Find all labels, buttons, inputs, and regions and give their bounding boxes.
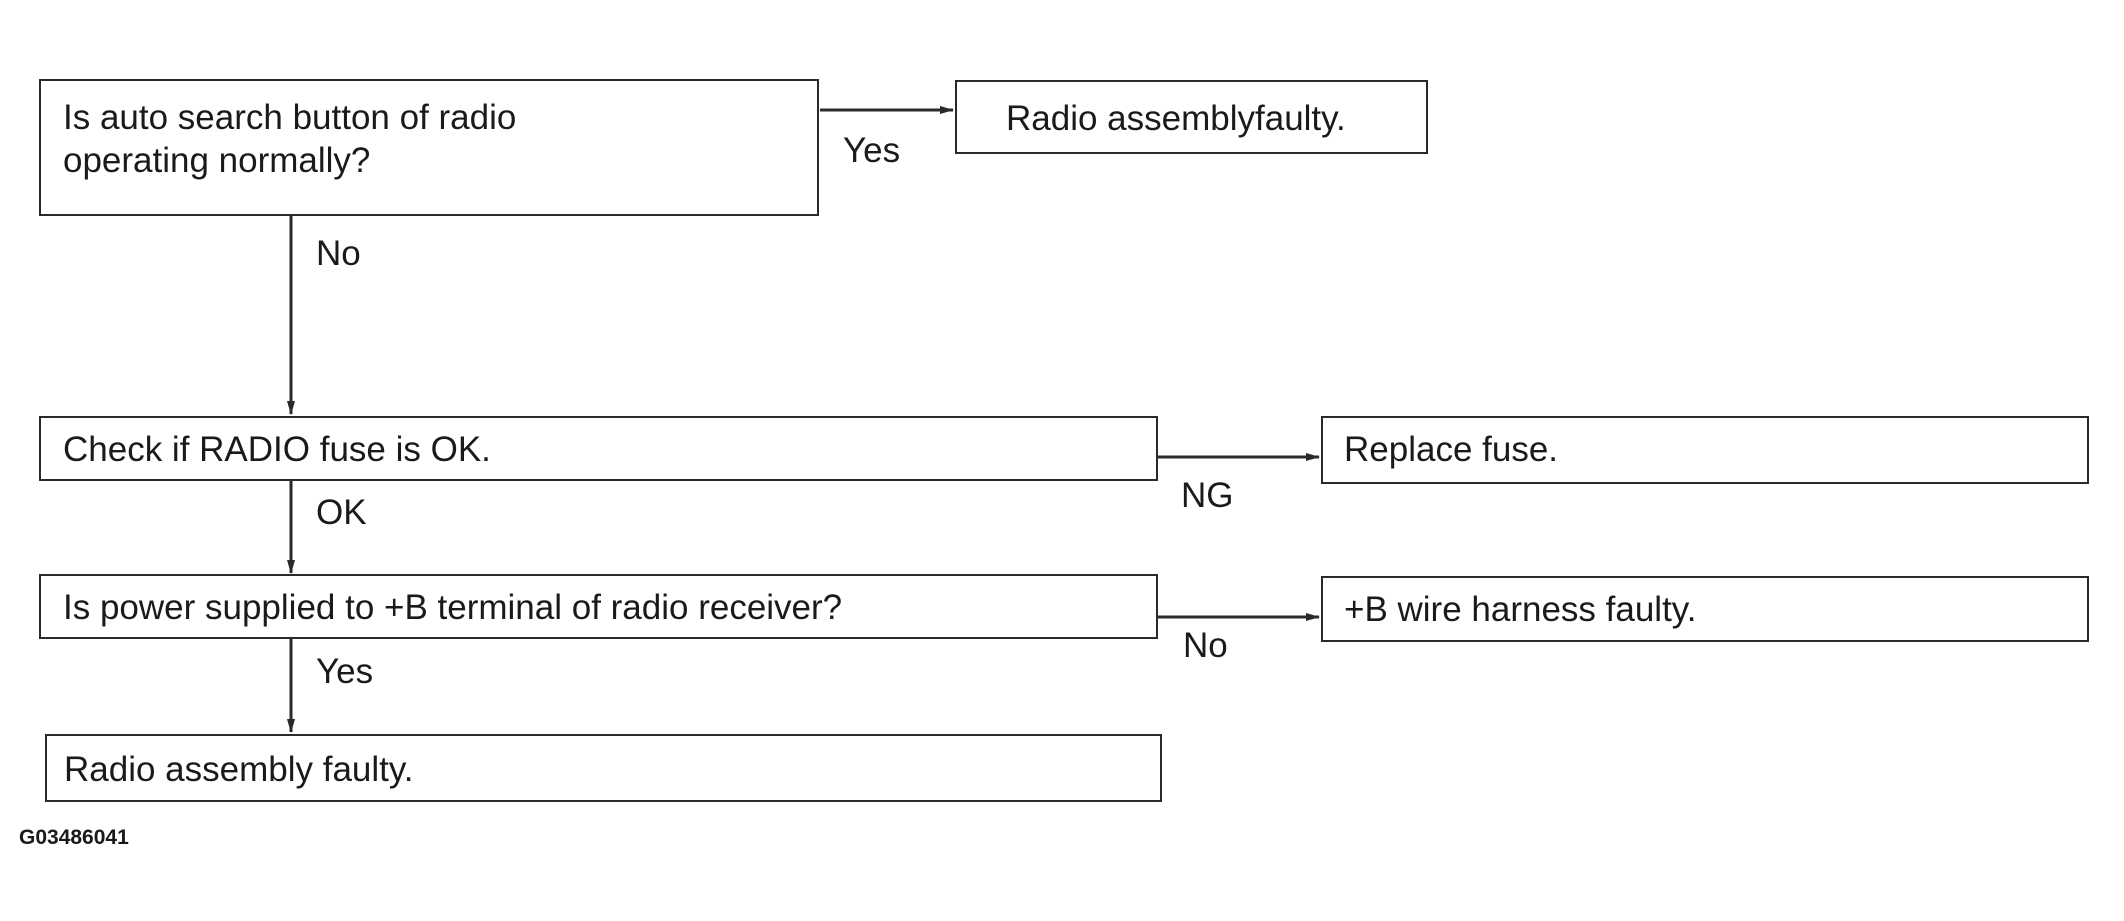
decision-radio-fuse-text: Check if RADIO fuse is OK.	[63, 430, 491, 469]
edge-label-power-no: No	[1183, 626, 1228, 665]
decision-power-supply-text: Is power supplied to +B terminal of radi…	[63, 588, 843, 627]
result-wire-harness-box: +B wire harness faulty.	[1321, 576, 2089, 642]
edge-label-fuse-ng: NG	[1181, 476, 1234, 515]
result-radio-faulty-bottom-text: Radio assembly faulty.	[64, 750, 414, 789]
figure-id: G03486041	[19, 826, 129, 849]
decision-auto-search-line1: Is auto search button of radio	[63, 98, 517, 137]
result-wire-harness-text: +B wire harness faulty.	[1344, 590, 1697, 629]
result-radio-faulty-bottom-box: Radio assembly faulty.	[45, 734, 1162, 802]
result-radio-faulty-top-box: Radio assemblyfaulty.	[955, 80, 1428, 154]
edge-label-auto-search-no: No	[316, 234, 361, 273]
decision-auto-search-line2: operating normally?	[63, 141, 371, 180]
decision-power-supply-box: Is power supplied to +B terminal of radi…	[39, 574, 1158, 639]
result-radio-faulty-top-text: Radio assemblyfaulty.	[1006, 99, 1346, 138]
edge-label-auto-search-yes: Yes	[843, 131, 901, 170]
result-replace-fuse-text: Replace fuse.	[1344, 430, 1559, 469]
decision-auto-search-box: Is auto search button of radio operating…	[39, 79, 819, 216]
edge-label-fuse-ok: OK	[316, 493, 367, 532]
result-replace-fuse-box: Replace fuse.	[1321, 416, 2089, 484]
edge-label-power-yes: Yes	[316, 652, 374, 691]
decision-radio-fuse-box: Check if RADIO fuse is OK.	[39, 416, 1158, 481]
